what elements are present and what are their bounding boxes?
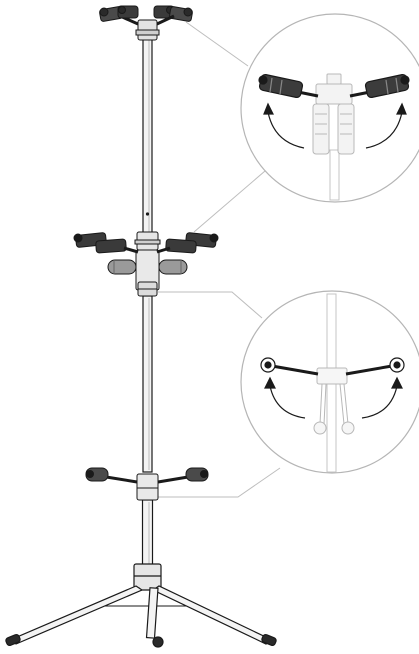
middle-arm-pad-left bbox=[107, 259, 137, 275]
middle-yoke-right-arm bbox=[156, 246, 171, 254]
upper-detail-circle bbox=[240, 13, 419, 203]
lower-detail-folded-foot-right bbox=[341, 421, 355, 435]
lower-detail-folded-arm-right bbox=[339, 383, 345, 425]
lower-detail-arms bbox=[260, 357, 405, 376]
top-yoke-right bbox=[156, 6, 193, 26]
middle-yoke-left-arm bbox=[123, 246, 139, 254]
upper-detail-hub-top bbox=[326, 73, 342, 85]
upper-detail-yoke-left-grip1 bbox=[269, 77, 273, 93]
lower-detail-arrow-left bbox=[269, 385, 306, 419]
tripod-leg-right bbox=[151, 585, 274, 645]
tripod-leg-center bbox=[145, 587, 159, 639]
upper-detail-folded-yoke-right bbox=[337, 103, 355, 155]
tripod-foot-center bbox=[152, 636, 164, 648]
tripod-base bbox=[5, 563, 277, 648]
pole-middle bbox=[142, 295, 153, 473]
lower-cradle-right-cap bbox=[200, 470, 208, 478]
upper-detail-arrowhead-left bbox=[263, 102, 274, 115]
middle-yoke-assembly bbox=[73, 231, 219, 297]
lower-detail-arm-left bbox=[271, 364, 319, 376]
lower-detail-cap-right-inner bbox=[393, 361, 401, 369]
upper-detail-yoke-left-cap bbox=[258, 75, 268, 85]
upper-detail-yoke-right-grip2 bbox=[395, 77, 399, 93]
top-yoke-right-arm bbox=[156, 14, 175, 26]
top-yoke-cl-cap bbox=[118, 6, 126, 14]
top-yoke-left-cap bbox=[99, 7, 109, 17]
top-yoke-center-left bbox=[117, 5, 139, 19]
upper-detail-yoke-right-cap bbox=[400, 75, 410, 85]
pole-lower bbox=[141, 499, 154, 567]
lower-detail-arrowhead-left bbox=[264, 376, 276, 389]
callout-line-top-b bbox=[193, 164, 273, 233]
lower-detail-hub bbox=[316, 367, 348, 385]
lower-detail-folded-arm-right-b bbox=[343, 383, 349, 425]
middle-hub-band bbox=[134, 239, 161, 245]
middle-yoke-right bbox=[156, 232, 219, 254]
lower-detail-arrows bbox=[264, 376, 403, 419]
lower-detail-cap-left-inner bbox=[264, 361, 272, 369]
lower-detail-folded-arms bbox=[313, 367, 355, 435]
callout-line-lower-b bbox=[158, 467, 281, 498]
lower-detail-arm-right bbox=[345, 364, 393, 376]
upper-detail-folded-yoke-left bbox=[312, 103, 330, 155]
middle-yoke-right-2 bbox=[165, 238, 197, 254]
upper-detail-yoke-right-grip1 bbox=[385, 79, 389, 95]
middle-yoke-left-2 bbox=[95, 238, 127, 254]
top-hub-band bbox=[135, 29, 160, 36]
callout-lines bbox=[158, 21, 281, 498]
upper-detail-yoke-left-grip2 bbox=[279, 79, 283, 95]
upper-detail-arrows bbox=[263, 102, 407, 149]
upper-detail-arrow-right bbox=[365, 111, 403, 149]
upper-detail-arrowhead-right bbox=[396, 102, 407, 115]
top-yoke-assembly bbox=[99, 5, 193, 41]
tripod-hub bbox=[133, 563, 162, 591]
lower-hub bbox=[136, 473, 159, 501]
lower-detail-folded-arm-left-b bbox=[323, 383, 327, 425]
upper-detail-pole bbox=[329, 149, 340, 201]
lower-detail-folded-arm-left bbox=[319, 383, 323, 425]
tripod-feet bbox=[5, 633, 277, 648]
lower-detail-arrow-right bbox=[361, 385, 398, 419]
tripod-foot-right bbox=[261, 633, 277, 647]
upper-detail-yoke-right bbox=[349, 73, 410, 99]
upper-detail-hub bbox=[312, 73, 355, 155]
pole-pin bbox=[145, 212, 150, 216]
callout-line-top-a bbox=[185, 21, 249, 67]
lower-detail-arrowhead-right bbox=[391, 376, 403, 389]
upper-detail-hub-body bbox=[315, 83, 353, 105]
upper-detail-yoke-left bbox=[258, 73, 319, 99]
tripod-legs bbox=[8, 585, 274, 645]
lower-detail-folded-foot-left bbox=[313, 421, 327, 435]
pole-upper bbox=[142, 37, 153, 235]
tripod-leg-left bbox=[8, 585, 144, 645]
middle-yoke-left-cap bbox=[73, 233, 83, 243]
lower-detail-view bbox=[240, 290, 419, 474]
middle-yoke-left bbox=[73, 232, 139, 254]
callout-line-lower-a bbox=[158, 291, 263, 319]
top-yoke-right-cap bbox=[183, 7, 193, 17]
tripod-foot-left bbox=[5, 633, 21, 647]
upper-detail-view bbox=[240, 13, 419, 203]
middle-yoke-right-cap bbox=[209, 233, 219, 243]
upper-detail-arrow-left bbox=[267, 111, 305, 149]
lower-arm-assembly bbox=[85, 467, 209, 501]
lower-cradle-left-cap bbox=[86, 470, 94, 478]
middle-arm-pad-right bbox=[158, 259, 188, 275]
